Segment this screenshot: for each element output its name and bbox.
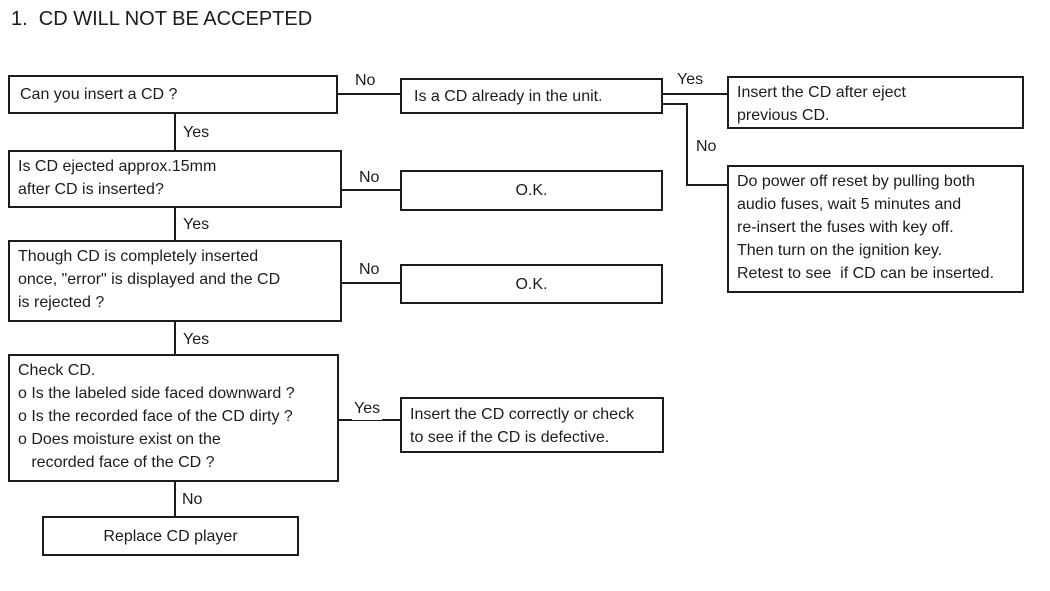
page-title: 1. CD WILL NOT BE ACCEPTED	[11, 8, 313, 30]
label-error-yes: Yes	[181, 329, 212, 351]
label-error-no: No	[357, 259, 382, 281]
node-cd-ejected-15mm: Is CD ejected approx.15mm after CD is in…	[8, 150, 342, 208]
connector-cd-already-yes-h	[663, 93, 727, 95]
label-can-insert-yes: Yes	[181, 122, 212, 144]
label-can-insert-no: No	[353, 70, 378, 92]
node-can-insert-cd-text: Can you insert a CD ?	[20, 86, 178, 103]
connector-cd-already-no-stub	[663, 103, 688, 105]
node-error-displayed: Though CD is completely inserted once, "…	[8, 240, 342, 322]
label-cd-already-yes: Yes	[675, 69, 706, 91]
label-check-cd-no: No	[180, 489, 205, 511]
node-can-insert-cd: Can you insert a CD ?	[8, 75, 338, 114]
node-ok-1-text: O.K.	[515, 182, 548, 199]
connector-error-no-h	[342, 282, 400, 284]
connector-error-yes-v	[174, 322, 176, 354]
connector-check-cd-yes-h	[339, 419, 400, 421]
label-check-cd-yes: Yes	[352, 398, 383, 420]
node-replace-cd-player-text: Replace CD player	[103, 527, 238, 545]
label-ejected-yes: Yes	[181, 214, 212, 236]
connector-cd-already-no-v	[686, 103, 688, 186]
node-insert-after-eject: Insert the CD after eject previous CD.	[727, 76, 1024, 129]
node-ok-2: O.K.	[400, 264, 663, 304]
connector-cd-already-no-h	[686, 184, 727, 186]
node-error-displayed-text: Though CD is completely inserted once, "…	[18, 248, 281, 311]
connector-can-insert-yes-v	[174, 114, 176, 150]
label-cd-already-no: No	[694, 136, 719, 158]
node-power-off-reset-text: Do power off reset by pulling both audio…	[737, 173, 995, 282]
node-cd-already-in-unit-text: Is a CD already in the unit.	[414, 87, 603, 105]
node-check-cd: Check CD. o Is the labeled side faced do…	[8, 354, 339, 482]
connector-ejected-yes-v	[174, 208, 176, 240]
node-ok-1: O.K.	[400, 170, 663, 211]
node-check-cd-text: Check CD. o Is the labeled side faced do…	[18, 362, 295, 471]
node-insert-cd-correctly: Insert the CD correctly or check to see …	[400, 397, 664, 453]
node-cd-ejected-15mm-text: Is CD ejected approx.15mm after CD is in…	[18, 158, 217, 198]
node-ok-2-text: O.K.	[515, 275, 548, 293]
node-power-off-reset: Do power off reset by pulling both audio…	[727, 165, 1024, 293]
node-insert-after-eject-text: Insert the CD after eject previous CD.	[737, 84, 906, 124]
label-ejected-no: No	[357, 167, 382, 189]
node-cd-already-in-unit: Is a CD already in the unit.	[400, 78, 663, 114]
connector-check-cd-no-v	[174, 482, 176, 516]
node-replace-cd-player: Replace CD player	[42, 516, 299, 556]
node-insert-cd-correctly-text: Insert the CD correctly or check to see …	[410, 406, 635, 446]
connector-ejected-no-h	[342, 189, 400, 191]
connector-can-insert-no-h	[338, 93, 400, 95]
